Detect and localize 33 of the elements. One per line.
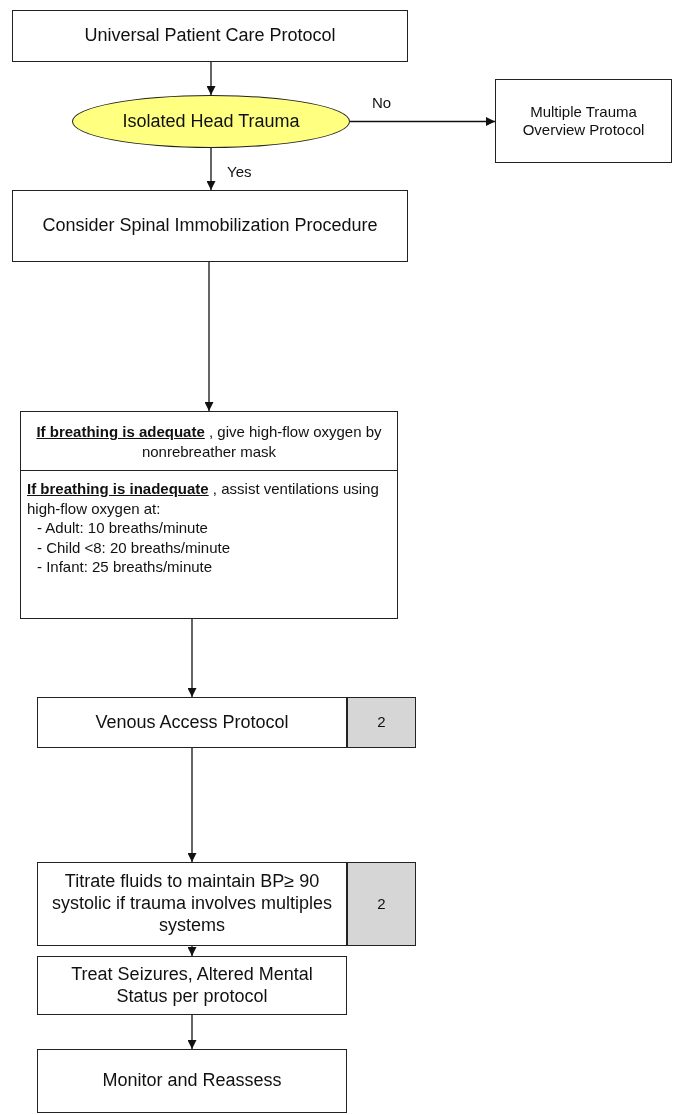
- reference-box: [347, 862, 416, 946]
- process-box: [12, 190, 408, 262]
- list-item: - Adult: 10 breaths/minute: [37, 519, 208, 536]
- process-box: [495, 79, 672, 163]
- arrow: [204, 261, 214, 412]
- list-item: - Infant: 25 breaths/minute: [37, 558, 213, 575]
- arrow: [187, 747, 197, 863]
- arrow: [187, 1014, 197, 1050]
- node-label: 2: [377, 894, 386, 914]
- arrow: [206, 147, 216, 191]
- reference-box: [347, 697, 416, 748]
- instruction-text: If breathing is adequate , give high-flow oxygen by nonrebreather mask: [36, 423, 382, 460]
- process-box: [20, 411, 398, 619]
- node-label: Consider Spinal Immobilization Procedure: [42, 215, 378, 237]
- instruction-text: If breathing is inadequate , assist ventilations using high-flow oxygen at:: [27, 480, 379, 517]
- process-box: [37, 697, 347, 748]
- node-label: Treat Seizures, Altered Mental Status per protocol: [70, 963, 314, 1008]
- node-label: Universal Patient Care Protocol: [84, 25, 336, 47]
- process-box: [37, 956, 347, 1015]
- arrow: [187, 618, 197, 698]
- node-label: Multiple Trauma Overview Protocol: [521, 102, 646, 140]
- list-item: - Child <8: 20 breaths/minute: [37, 538, 231, 556]
- arrow: [349, 117, 496, 126]
- process-box: [12, 10, 408, 62]
- node-label: Titrate fluids to maintain BP≥ 90 systolic if trauma involves multiples systems: [50, 871, 334, 937]
- node-label: Monitor and Reassess: [102, 1070, 282, 1092]
- arrow: [187, 945, 197, 957]
- node-label: 2: [377, 713, 386, 732]
- node-label: Venous Access Protocol: [95, 711, 289, 734]
- process-box: [37, 862, 347, 946]
- node-label: Isolated Head Trauma: [122, 110, 300, 133]
- process-box: [37, 1049, 347, 1113]
- arrow: [206, 61, 216, 96]
